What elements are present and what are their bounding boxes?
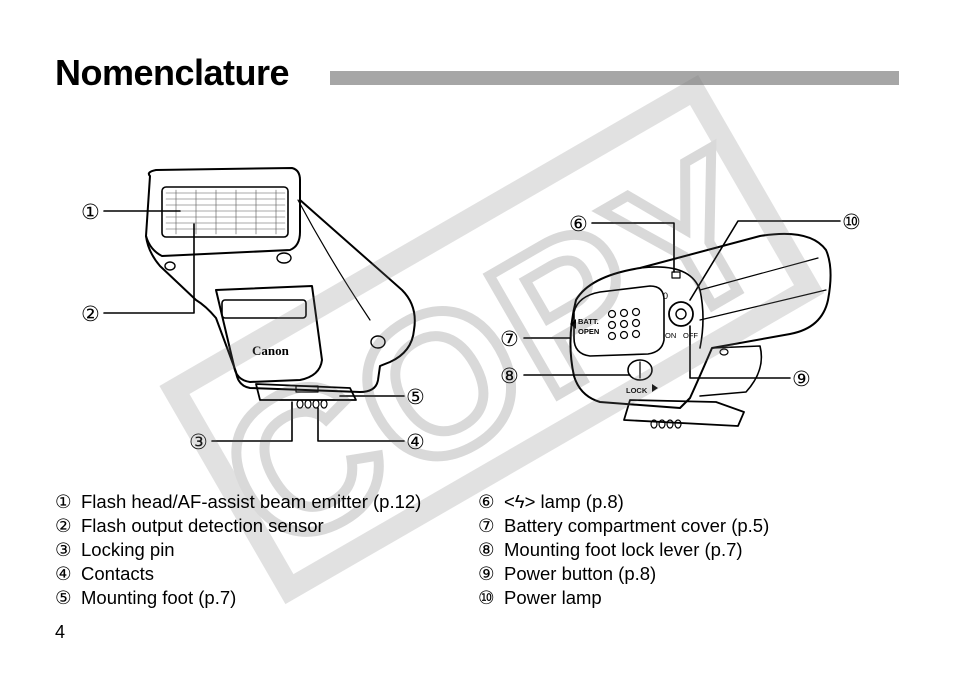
- zero-label: 0: [663, 291, 668, 301]
- item-number: ②: [55, 515, 72, 536]
- flash-lamp: [671, 271, 681, 279]
- callout-3: ③: [189, 430, 208, 454]
- flash-head-outline: [145, 167, 416, 393]
- batt-label: BATT.: [578, 317, 599, 326]
- title-rule: [330, 71, 899, 85]
- list-item: ⑤ Mounting foot (p.7): [55, 586, 421, 610]
- on-label: ON: [665, 331, 676, 340]
- list-item: ④ Contacts: [55, 562, 421, 586]
- item-number: ①: [55, 491, 72, 512]
- list-item: ③ Locking pin: [55, 538, 421, 562]
- list-item: ⑦ Battery compartment cover (p.5): [478, 514, 769, 538]
- flash-body: [215, 285, 323, 383]
- list-item: ⑩ Power lamp: [478, 586, 769, 610]
- callout-9: ⑨: [792, 367, 811, 391]
- item-label: Flash head/AF-assist beam emitter (p.12): [81, 491, 422, 512]
- power-button: [668, 301, 694, 327]
- flash-back-view: [569, 232, 832, 429]
- battery-cover: [573, 285, 665, 357]
- lock-lever: [627, 359, 653, 381]
- output-sensor: [276, 252, 292, 264]
- item-label: Mounting foot (p.7): [81, 587, 237, 608]
- callout-10: ⑩: [842, 210, 861, 234]
- page-number: 4: [55, 622, 66, 642]
- callout-1: ①: [81, 200, 100, 224]
- item-label: Mounting foot lock lever (p.7): [504, 539, 743, 560]
- lock-label: LOCK: [626, 386, 648, 395]
- flash-window: [161, 186, 289, 238]
- power-lamp: [675, 308, 687, 320]
- item-number: ⑩: [478, 587, 495, 608]
- list-item: ⑧ Mounting foot lock lever (p.7): [478, 538, 769, 562]
- list-item: ② Flash output detection sensor: [55, 514, 421, 538]
- item-label: Battery compartment cover (p.5): [504, 515, 770, 536]
- leader-lines: [103, 210, 841, 442]
- item-label: Locking pin: [81, 539, 175, 560]
- callout-4: ④: [406, 430, 425, 454]
- callout-7: ⑦: [500, 327, 519, 351]
- callout-8: ⑧: [500, 364, 519, 388]
- back-mounting-foot: [623, 399, 745, 427]
- item-number: ⑥: [478, 491, 495, 512]
- parts-list-left: ① Flash head/AF-assist beam emitter (p.12…: [55, 490, 421, 610]
- callout-5: ⑤: [406, 385, 425, 409]
- item-number: ⑤: [55, 587, 72, 608]
- flash-head-face: [145, 179, 301, 257]
- list-item: ⑥ <ϟ> lamp (p.8): [478, 490, 769, 514]
- brand-logo: Canon: [252, 343, 290, 358]
- off-label: OFF: [683, 331, 698, 340]
- flash-back-head: [569, 232, 832, 409]
- item-number: ⑦: [478, 515, 495, 536]
- flash-front-view: [145, 167, 416, 409]
- list-item: ⑨ Power button (p.8): [478, 562, 769, 586]
- callout-6: ⑥: [569, 212, 588, 236]
- item-label: Contacts: [81, 563, 155, 584]
- open-label: OPEN: [578, 327, 599, 336]
- item-number: ④: [55, 563, 72, 584]
- item-label: Flash output detection sensor: [81, 515, 324, 536]
- item-number: ③: [55, 539, 72, 560]
- parts-list-right: ⑥ <ϟ> lamp (p.8) ⑦ Battery compartment cov…: [478, 490, 769, 610]
- item-label: Power button (p.8): [504, 563, 657, 584]
- item-label: Power lamp: [504, 587, 602, 608]
- callout-2: ②: [81, 302, 100, 326]
- item-number: ⑧: [478, 539, 495, 560]
- item-label: <ϟ> lamp (p.8): [504, 491, 624, 512]
- mounting-foot: [255, 383, 357, 401]
- list-item: ① Flash head/AF-assist beam emitter (p.12…: [55, 490, 421, 514]
- item-number: ⑨: [478, 563, 495, 584]
- page-title: Nomenclature: [55, 52, 290, 93]
